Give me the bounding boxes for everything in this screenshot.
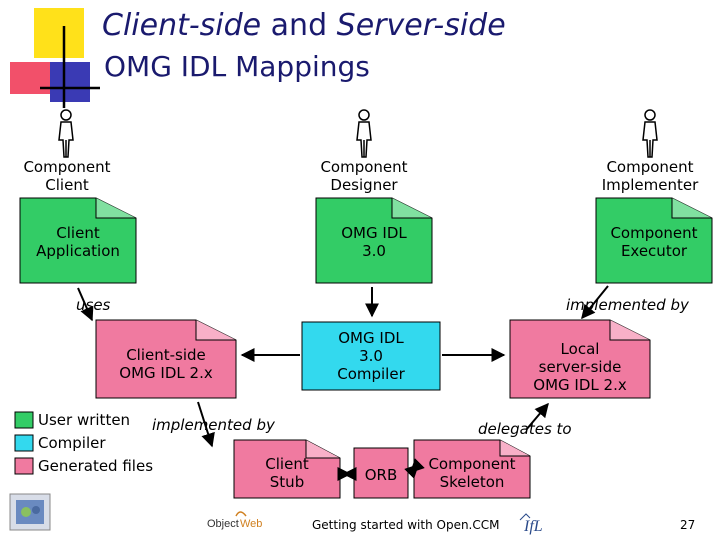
orb-label: ORB bbox=[364, 466, 398, 484]
arrow-uses bbox=[77, 287, 94, 322]
legend-swatch-generated bbox=[14, 457, 34, 475]
compiler-box bbox=[301, 321, 441, 391]
svg-text:Object: Object bbox=[207, 518, 239, 530]
actor-client-icon bbox=[58, 109, 74, 158]
actor-designer-icon bbox=[356, 109, 372, 158]
orb-box bbox=[353, 447, 409, 499]
legend-generated-files: Generated files bbox=[38, 457, 154, 475]
svg-text:Web: Web bbox=[240, 518, 262, 530]
client-application-box bbox=[19, 197, 137, 284]
legend-swatch-user-written bbox=[14, 411, 34, 429]
page-number: 27 bbox=[680, 518, 696, 532]
legend-user-written: User written bbox=[38, 411, 131, 429]
component-executor-box bbox=[595, 197, 713, 284]
left-footer-logo bbox=[9, 493, 51, 531]
implemented-by-bottom-label: implemented by bbox=[152, 416, 275, 434]
ifl-logo: IfL bbox=[519, 513, 543, 535]
omg-idl-30-box bbox=[315, 197, 433, 284]
legend-compiler: Compiler bbox=[38, 434, 106, 452]
delegates-to-label: delegates to bbox=[478, 420, 572, 438]
uses-label: uses bbox=[76, 296, 111, 314]
arrow-implemented-by-bottom bbox=[197, 401, 215, 448]
objectweb-logo: Object Web bbox=[207, 511, 262, 530]
slide-title-line2: OMG IDL Mappings bbox=[104, 50, 370, 83]
arrow-orb-skeleton bbox=[404, 458, 425, 479]
footer-text: Getting started with Open.CCM bbox=[312, 518, 500, 532]
implemented-by-top-label: implemented by bbox=[566, 296, 689, 314]
actor-implementer-icon bbox=[642, 109, 658, 158]
svg-text:IfL: IfL bbox=[523, 518, 543, 535]
arrow-implemented-by-top bbox=[581, 285, 609, 320]
slide-title-line1: Client-side and Server-side bbox=[102, 8, 506, 43]
arrow-delegates-to bbox=[525, 402, 549, 431]
legend-swatch-compiler bbox=[14, 434, 34, 452]
